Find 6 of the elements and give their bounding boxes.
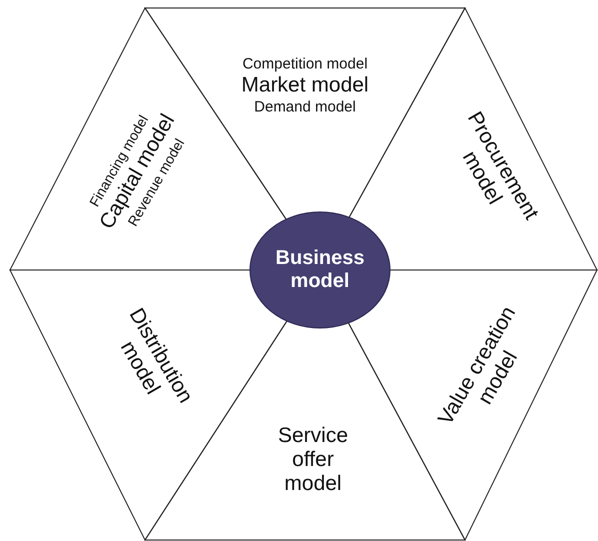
segment-subtitle: Demand model <box>254 98 356 116</box>
segment-subtitle: Competition model <box>242 56 368 73</box>
segment-title: Market model <box>241 74 369 98</box>
center-label: Business model <box>274 247 366 293</box>
segment-label: Service offer model <box>276 424 350 496</box>
center-ellipse <box>250 212 390 328</box>
